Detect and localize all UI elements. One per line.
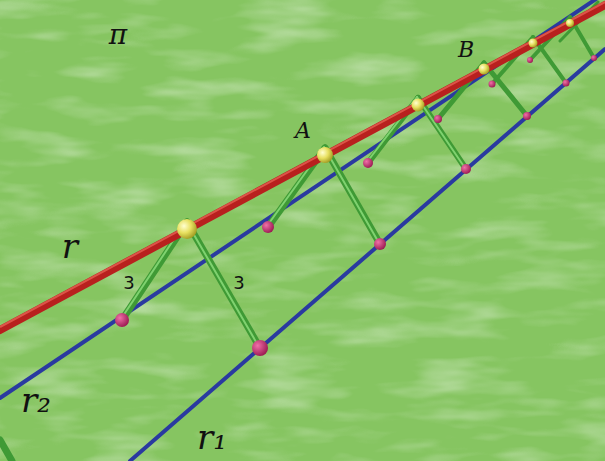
green-bar-highlights xyxy=(121,97,465,347)
length-label: 3 xyxy=(233,274,244,292)
line-label: r₁ xyxy=(197,420,227,454)
foot-points xyxy=(115,55,597,356)
plane-label: π xyxy=(109,21,127,49)
line-label: r xyxy=(62,229,78,263)
red-line xyxy=(0,5,605,330)
length-label: 3 xyxy=(123,274,134,292)
point-label: B xyxy=(458,39,474,61)
line-label: r₂ xyxy=(21,383,51,417)
red-line-highlight xyxy=(0,2,605,327)
points-on-r xyxy=(177,19,574,239)
point-label: A xyxy=(295,120,311,142)
